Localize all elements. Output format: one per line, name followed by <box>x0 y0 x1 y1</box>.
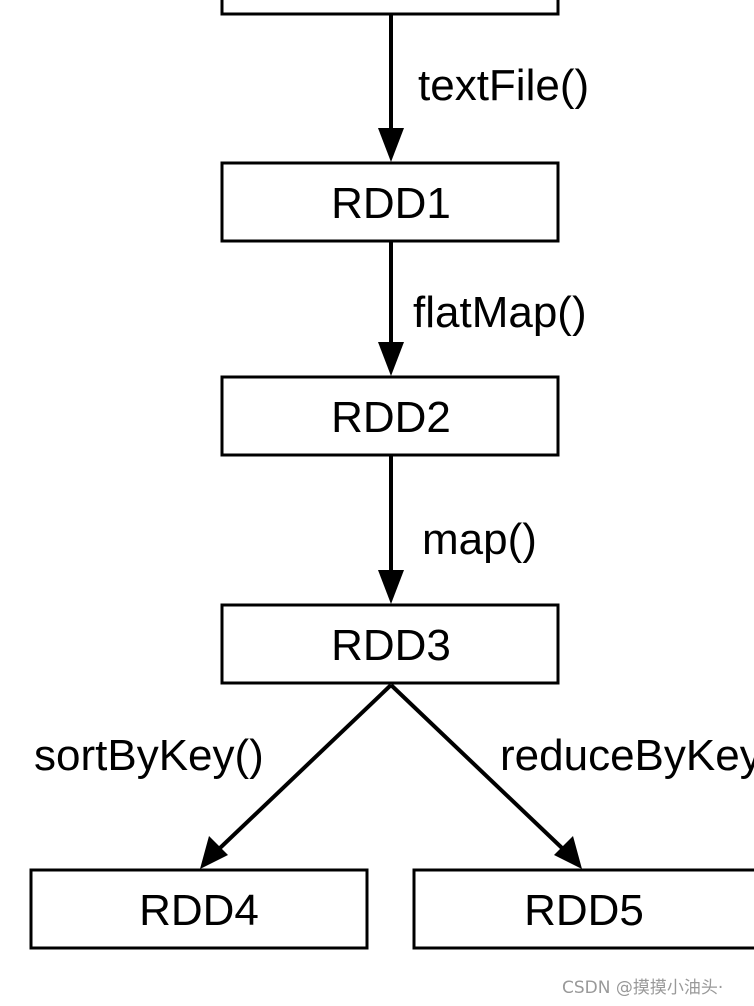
edge-reducebykey: reduceByKey() <box>389 683 754 869</box>
node-label-rdd4: RDD4 <box>139 886 259 935</box>
node-label-rdd3: RDD3 <box>331 621 451 670</box>
arrow-head-flatmap <box>378 342 404 376</box>
node-label-rdd1: RDD1 <box>331 179 451 228</box>
node-label-rdd5: RDD5 <box>524 886 644 935</box>
node-rdd2: RDD2 <box>220 375 560 457</box>
arrow-head-reducebykey <box>554 836 582 869</box>
edge-map: map() <box>378 455 537 604</box>
edge-textfile: textFile() <box>378 14 589 162</box>
edge-label-reducebykey: reduceByKey() <box>500 731 754 780</box>
node-rdd1: RDD1 <box>220 161 560 243</box>
edge-label-sortbykey: sortByKey() <box>34 731 264 780</box>
arrow-head-sortbykey <box>200 836 228 869</box>
node-rdd5: RDD5 <box>412 868 754 950</box>
edge-flatmap: flatMap() <box>378 241 587 376</box>
node-rdd3: RDD3 <box>220 603 560 685</box>
arrow-head-textfile <box>378 128 404 162</box>
node-rdd4: RDD4 <box>29 868 369 950</box>
edge-label-map: map() <box>422 515 537 564</box>
edge-line-sortbykey <box>218 683 393 850</box>
watermark-text: CSDN @摸摸小油头· <box>562 978 723 998</box>
source-node <box>220 0 560 16</box>
edge-label-textfile: textFile() <box>418 61 589 110</box>
edge-sortbykey: sortByKey() <box>34 683 393 869</box>
edge-label-flatmap: flatMap() <box>413 288 587 337</box>
arrow-head-map <box>378 570 404 604</box>
edge-line-reducebykey <box>389 683 564 850</box>
node-label-rdd2: RDD2 <box>331 393 451 442</box>
